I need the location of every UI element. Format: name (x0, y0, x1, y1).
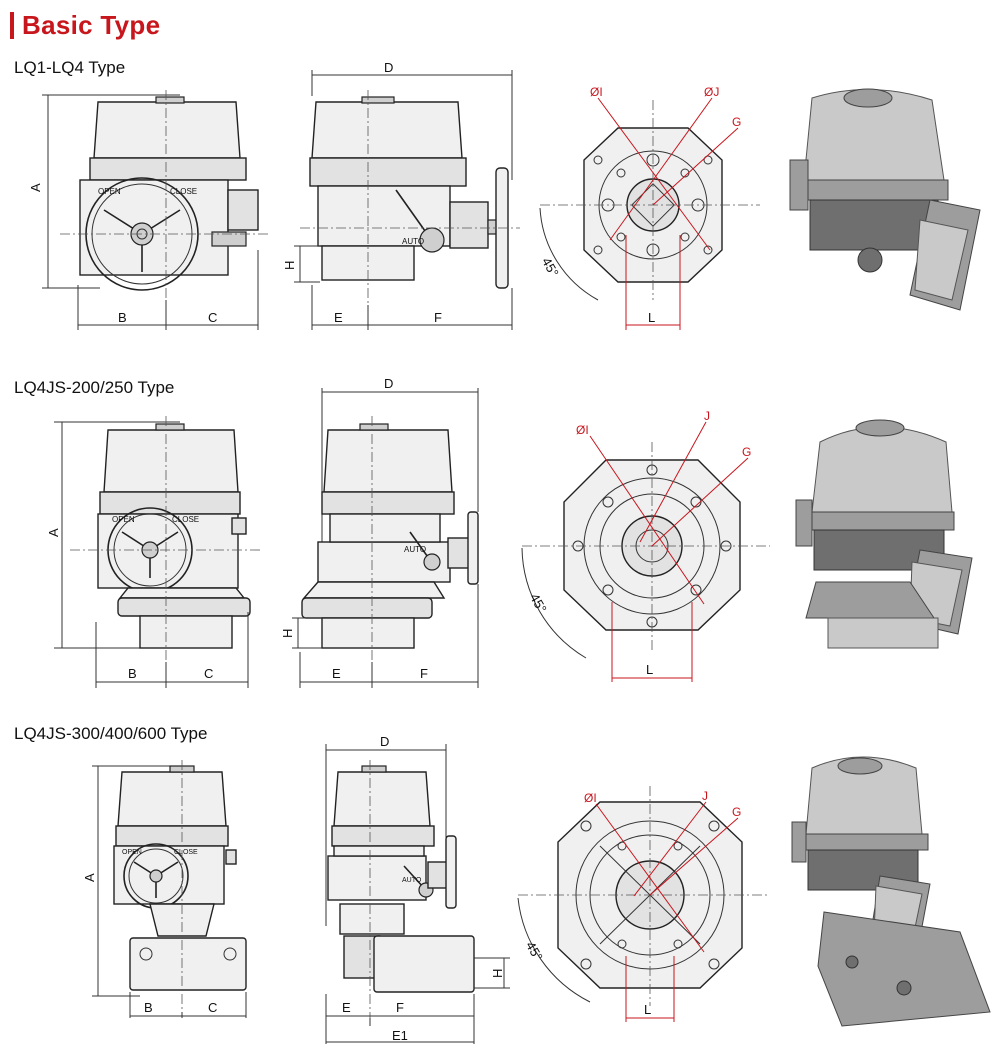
dim-a: A (82, 873, 97, 882)
row-drawings-lq4js-200-250: A OPEN CLOSE B C D AUTO (46, 376, 973, 688)
dim-g: G (732, 115, 741, 129)
side-lever-label: AUTO (404, 545, 426, 554)
dim-j: J (704, 409, 710, 423)
dim-e: E (332, 666, 341, 681)
dim-oi: ØI (584, 791, 597, 805)
section-heading: Basic Type (10, 10, 160, 40)
dim-a: A (46, 528, 61, 537)
dim-h: H (490, 969, 505, 978)
side-view-drawing: D AUTO H E F (282, 60, 520, 330)
dim-g: G (742, 445, 751, 459)
dim-b: B (118, 310, 127, 325)
row-label-lq4js-200-250: LQ4JS-200/250 Type (14, 378, 175, 397)
flange-view-drawing: 45° ØI J G L (521, 409, 770, 682)
dim-d: D (380, 734, 389, 749)
side-lever-label: AUTO (402, 237, 424, 246)
heading-title: Basic Type (22, 9, 161, 40)
angle-45: 45° (539, 255, 562, 280)
dim-h: H (282, 261, 297, 270)
dim-b: B (144, 1000, 153, 1015)
angle-45: 45° (523, 939, 546, 964)
flange-view-drawing: 45° ØI ØJ G L (539, 85, 760, 330)
dim-l: L (648, 310, 655, 325)
row-drawings-lq1-lq4: A OPEN CLOSE B C D AUTO (28, 60, 981, 330)
dim-oi: ØI (576, 423, 589, 437)
row-drawings-lq4js-300-400-600: A OPEN CLOSE B C D AUTO (82, 734, 991, 1044)
dim-b: B (128, 666, 137, 681)
product-photo (791, 756, 991, 1027)
dim-h: H (280, 629, 295, 638)
dim-f: F (434, 310, 442, 325)
side-view-drawing: D AUTO H E F (280, 376, 479, 688)
product-photo (795, 419, 973, 649)
product-photo (789, 88, 981, 311)
dim-l: L (644, 1002, 651, 1017)
flange-view-drawing: 45° ØI J G L (517, 786, 770, 1022)
dim-a: A (28, 183, 43, 192)
side-lever-label: AUTO (402, 877, 422, 884)
plate-close-label: CLOSE (170, 187, 197, 196)
angle-45: 45° (527, 591, 550, 616)
side-view-drawing: D AUTO H E F E1 (325, 734, 510, 1044)
row-label-lq1-lq4: LQ1-LQ4 Type (14, 58, 126, 77)
dim-oj: ØJ (704, 85, 719, 99)
dim-c: C (208, 310, 217, 325)
dim-oi: ØI (590, 85, 603, 99)
dim-d: D (384, 376, 393, 391)
dim-d: D (384, 60, 393, 75)
dim-l: L (646, 662, 653, 677)
dim-j: J (702, 789, 708, 803)
front-view-drawing: A OPEN CLOSE B C (28, 90, 270, 330)
dim-e: E (342, 1000, 351, 1015)
front-view-drawing: A OPEN CLOSE B C (82, 760, 247, 1018)
dim-e: E (334, 310, 343, 325)
dim-g: G (732, 805, 741, 819)
dim-f: F (396, 1000, 404, 1015)
plate-close-label: CLOSE (172, 515, 199, 524)
dim-e1: E1 (392, 1028, 408, 1043)
plate-open-label: OPEN (122, 849, 142, 856)
front-view-drawing: A OPEN CLOSE B C (46, 416, 260, 688)
dim-c: C (204, 666, 213, 681)
plate-open-label: OPEN (98, 187, 121, 196)
row-label-lq4js-300-400-600: LQ4JS-300/400/600 Type (14, 724, 208, 743)
dim-f: F (420, 666, 428, 681)
plate-open-label: OPEN (112, 515, 135, 524)
dim-c: C (208, 1000, 217, 1015)
heading-accent-bar (10, 11, 14, 39)
plate-close-label: CLOSE (174, 849, 198, 856)
